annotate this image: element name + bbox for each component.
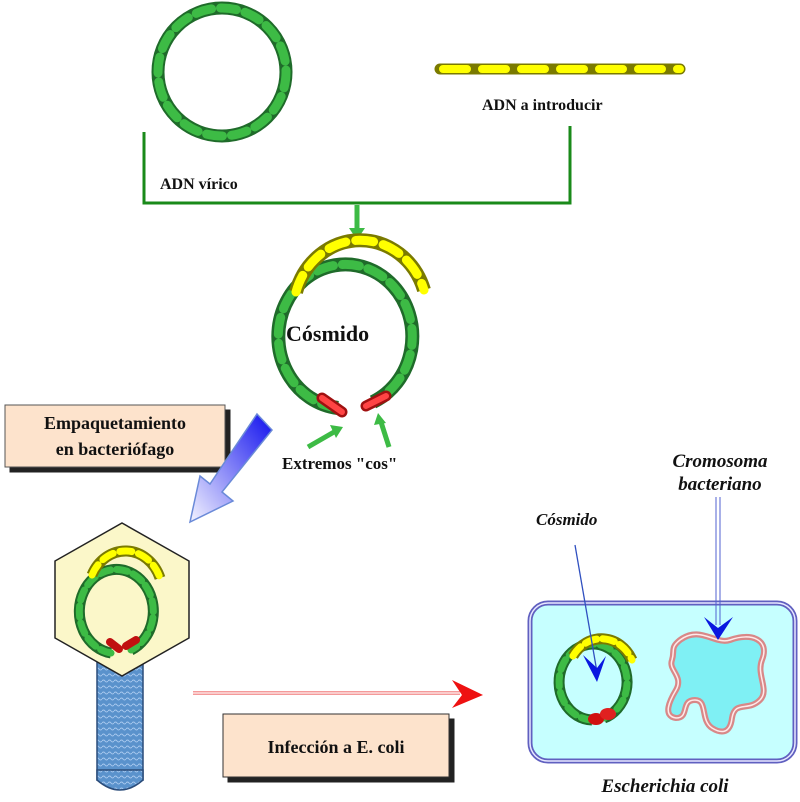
cell-cosmid-label: Cósmido bbox=[536, 510, 597, 529]
insert-dna-label: ADN a introducir bbox=[482, 97, 603, 114]
packaging-label-box bbox=[4, 404, 226, 468]
viral-dna-ring bbox=[151, 1, 293, 143]
packaging-arrow-icon bbox=[188, 412, 273, 524]
cos-ends-label: Extremos "cos" bbox=[282, 454, 397, 473]
packaging-label-line1: Empaquetamiento bbox=[44, 413, 186, 433]
viral-dna-label: ADN vírico bbox=[160, 176, 238, 193]
infection-label-box bbox=[222, 713, 450, 778]
phage-tail bbox=[96, 659, 144, 781]
organism-label: Escherichia coli bbox=[600, 776, 729, 797]
ligation-connector bbox=[142, 126, 572, 205]
infection-label: Infección a E. coli bbox=[268, 737, 405, 757]
cosmid-label: Cósmido bbox=[286, 321, 369, 346]
cell-cosmid-ring bbox=[553, 633, 638, 726]
cosmid-pointer-icon bbox=[574, 544, 606, 682]
bacterial-chromosome bbox=[665, 631, 767, 735]
cos-pointer-arrows bbox=[306, 413, 392, 450]
packaging-label-line2: en bacteriófago bbox=[56, 439, 174, 459]
chromosome-label-line1: Cromosoma bbox=[672, 451, 768, 472]
infection-arrow-icon bbox=[193, 680, 483, 708]
chromosome-pointer-icon bbox=[704, 497, 733, 640]
bacteriophage bbox=[54, 522, 190, 791]
chromosome-label-line2: bacteriano bbox=[678, 474, 761, 495]
cosmid-ring bbox=[271, 233, 431, 418]
